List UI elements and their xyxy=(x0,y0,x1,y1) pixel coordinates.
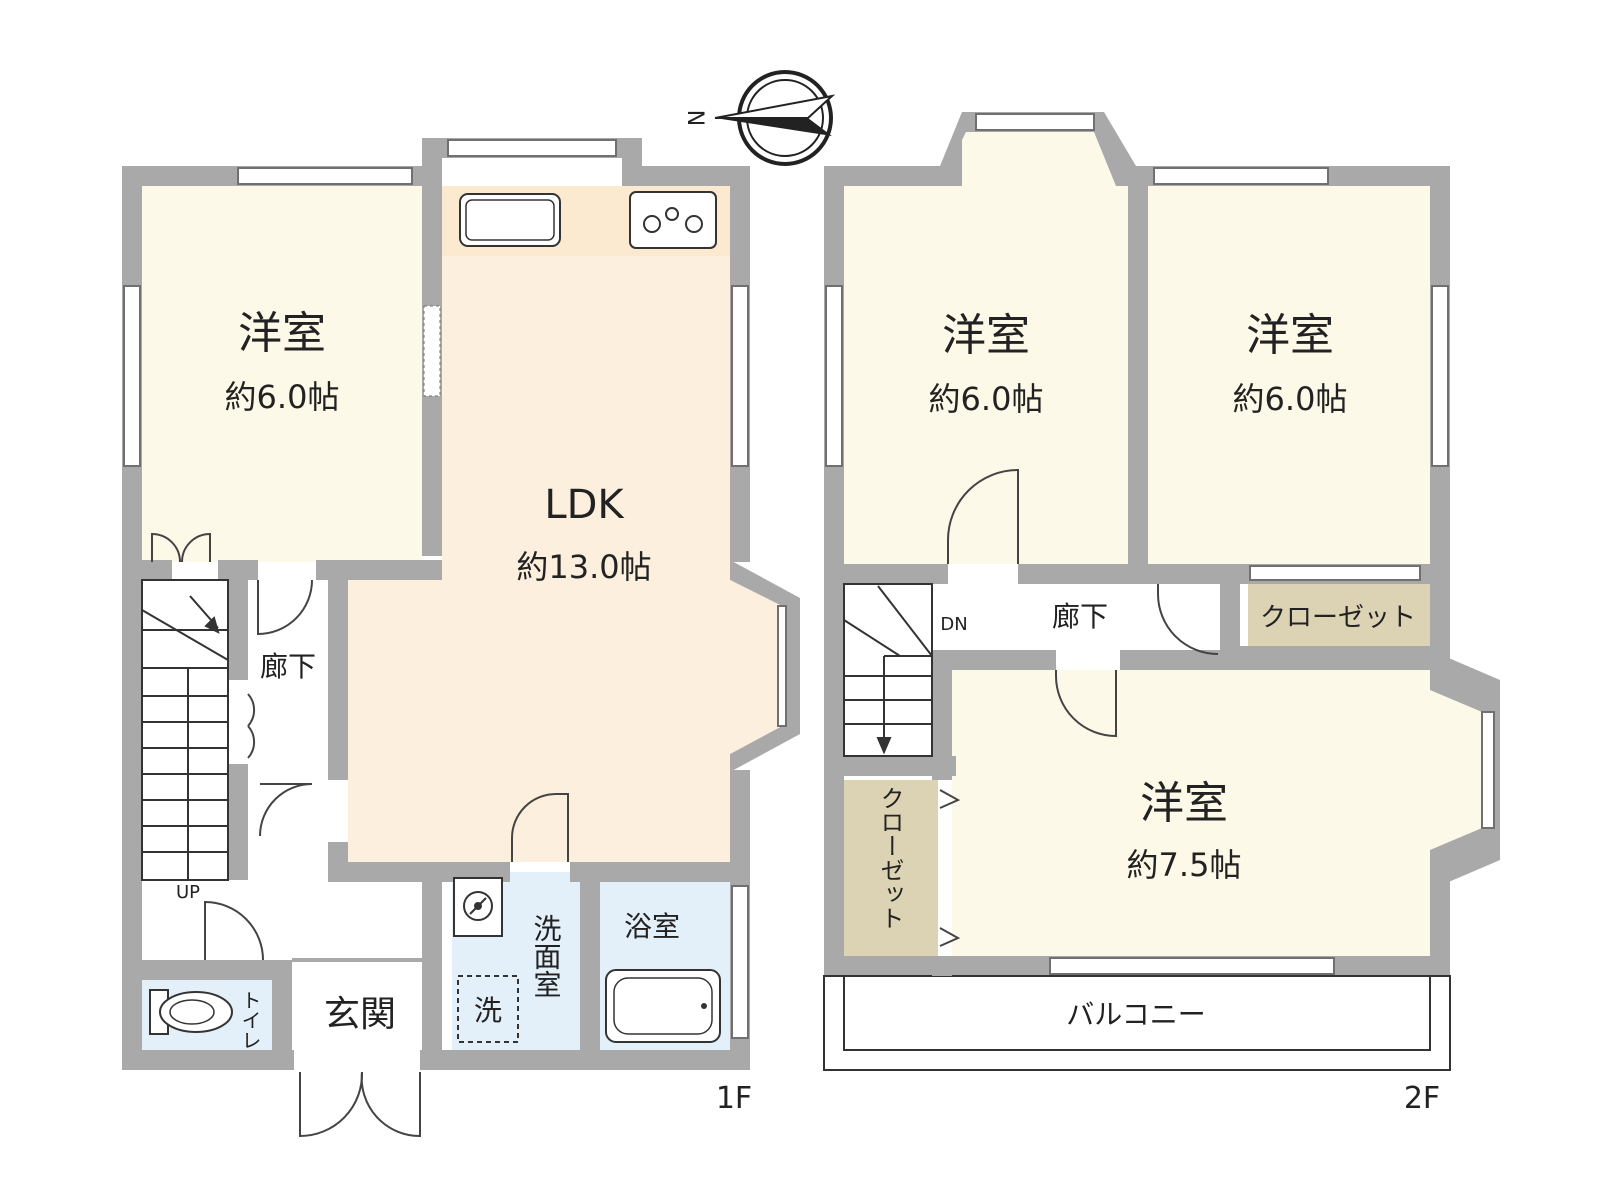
f1-bathroom-label: 浴室 xyxy=(624,910,680,943)
f1-staircase xyxy=(141,579,229,881)
f2-room-bottom-size: 約7.5帖 xyxy=(1127,846,1242,884)
f2-room-right-floor xyxy=(1148,186,1430,564)
stair-arrow-icon xyxy=(876,737,892,755)
stair-arrow-icon xyxy=(204,616,220,634)
floor-2: 洋室 約6.0帖 洋室 約6.0帖 洋室 約7.5帖 廊下 DN クローゼット … xyxy=(823,112,1500,1116)
f2-room-bottom-floor xyxy=(952,670,1430,956)
f2-room-right-name: 洋室 xyxy=(1246,310,1334,361)
f1-ldk-size: 約13.0帖 xyxy=(516,548,651,586)
f1-washer-label: 洗 xyxy=(474,994,502,1027)
f2-room-left-floor xyxy=(844,186,1128,564)
f2-closet-top-floor xyxy=(1248,584,1430,646)
f1-washroom-label: 洗面室 xyxy=(530,914,563,998)
f2-staircase xyxy=(843,583,933,757)
f2-room-left-size: 約6.0帖 xyxy=(929,380,1044,418)
f1-floor-label: 1F xyxy=(716,1081,752,1116)
f2-closet-left-floor xyxy=(844,780,938,956)
f1-western-room-floor xyxy=(142,186,422,562)
f1-entrance-label: 玄関 xyxy=(324,994,396,1035)
kitchen-sink-icon xyxy=(459,193,561,247)
f2-closet-top-label: クローゼット xyxy=(1260,603,1416,633)
compass: N xyxy=(682,70,836,166)
bathtub-icon xyxy=(605,969,721,1043)
f2-room-left-name: 洋室 xyxy=(942,310,1030,361)
toilet-icon xyxy=(149,989,233,1035)
f2-hallway-label: 廊下 xyxy=(1052,600,1108,633)
washer-space xyxy=(457,975,519,1043)
compass-north-label: N xyxy=(682,110,707,126)
f2-closet-left-label: クローゼット xyxy=(876,786,904,930)
f2-balcony-label: バルコニー xyxy=(1066,998,1205,1031)
floor-1: 洋室 約6.0帖 LDK 約13.0帖 廊下 UP トイレ 玄関 洗面室 洗 浴… xyxy=(122,138,800,1138)
f1-hallway-label: 廊下 xyxy=(260,650,316,683)
f1-ldk-floor xyxy=(442,186,730,862)
f1-toilet-label: トイレ xyxy=(238,990,262,1050)
f1-western-room-size: 約6.0帖 xyxy=(225,378,340,416)
f1-stairs-up-label: UP xyxy=(176,882,200,903)
f2-floor-label: 2F xyxy=(1404,1081,1440,1116)
f2-room-bottom-name: 洋室 xyxy=(1140,778,1228,829)
f1-western-room-name: 洋室 xyxy=(238,308,326,359)
f2-room-right-size: 約6.0帖 xyxy=(1233,380,1348,418)
f2-stairs-down-label: DN xyxy=(940,614,967,635)
f1-ldk-name: LDK xyxy=(544,482,625,528)
